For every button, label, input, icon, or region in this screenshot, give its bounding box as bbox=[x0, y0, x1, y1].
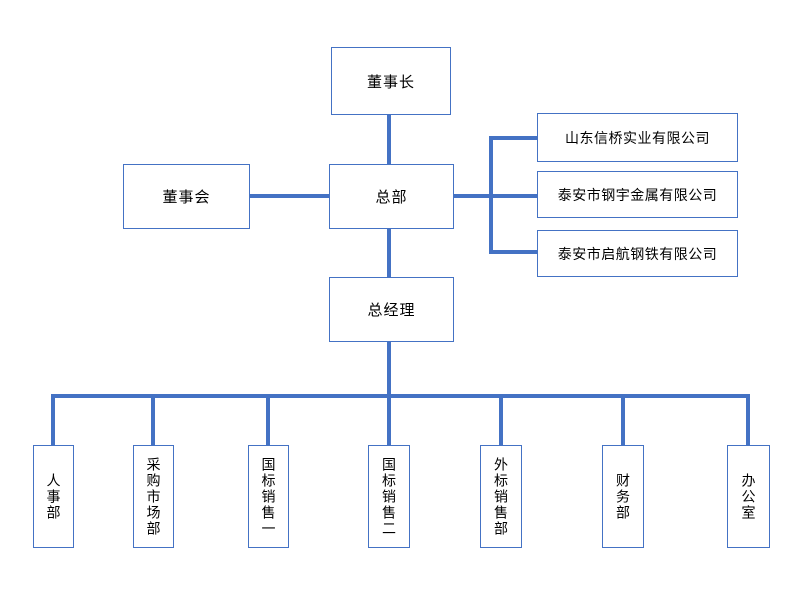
node-headquarters: 总部 bbox=[329, 164, 454, 229]
node-department-external-sales: 外标销售部 bbox=[480, 445, 522, 548]
connector-headquarters-general-manager bbox=[387, 228, 391, 278]
connector-drop-department-5 bbox=[499, 394, 503, 446]
node-company-shandong-xinqiao: 山东信桥实业有限公司 bbox=[537, 113, 738, 162]
connector-drop-department-6 bbox=[621, 394, 625, 446]
node-department-hr: 人事部 bbox=[33, 445, 74, 548]
connector-bracket-company-1 bbox=[489, 136, 538, 140]
node-department-national-sales-1: 国标销售一 bbox=[248, 445, 289, 548]
connector-drop-department-7 bbox=[746, 394, 750, 446]
connector-drop-department-3 bbox=[266, 394, 270, 446]
connector-companies-bracket bbox=[489, 136, 493, 254]
node-department-finance: 财务部 bbox=[602, 445, 644, 548]
connector-bracket-company-3 bbox=[489, 250, 538, 254]
node-chairman: 董事长 bbox=[331, 47, 451, 115]
connector-general-manager-bus bbox=[387, 341, 391, 396]
node-department-national-sales-2: 国标销售二 bbox=[368, 445, 410, 548]
connector-headquarters-companies bbox=[453, 194, 538, 198]
connector-departments-bus bbox=[51, 394, 750, 398]
connector-drop-department-1 bbox=[51, 394, 55, 446]
connector-board-headquarters bbox=[249, 194, 330, 198]
connector-drop-department-2 bbox=[151, 394, 155, 446]
node-department-office: 办公室 bbox=[727, 445, 770, 548]
connector-chairman-headquarters bbox=[387, 114, 391, 165]
node-board-of-directors: 董事会 bbox=[123, 164, 250, 229]
node-department-purchasing-market: 采购市场部 bbox=[133, 445, 174, 548]
node-company-taian-qihang: 泰安市启航钢铁有限公司 bbox=[537, 230, 738, 277]
connector-drop-department-4 bbox=[387, 394, 391, 446]
node-company-taian-gangyu: 泰安市钢宇金属有限公司 bbox=[537, 171, 738, 218]
node-general-manager: 总经理 bbox=[329, 277, 454, 342]
